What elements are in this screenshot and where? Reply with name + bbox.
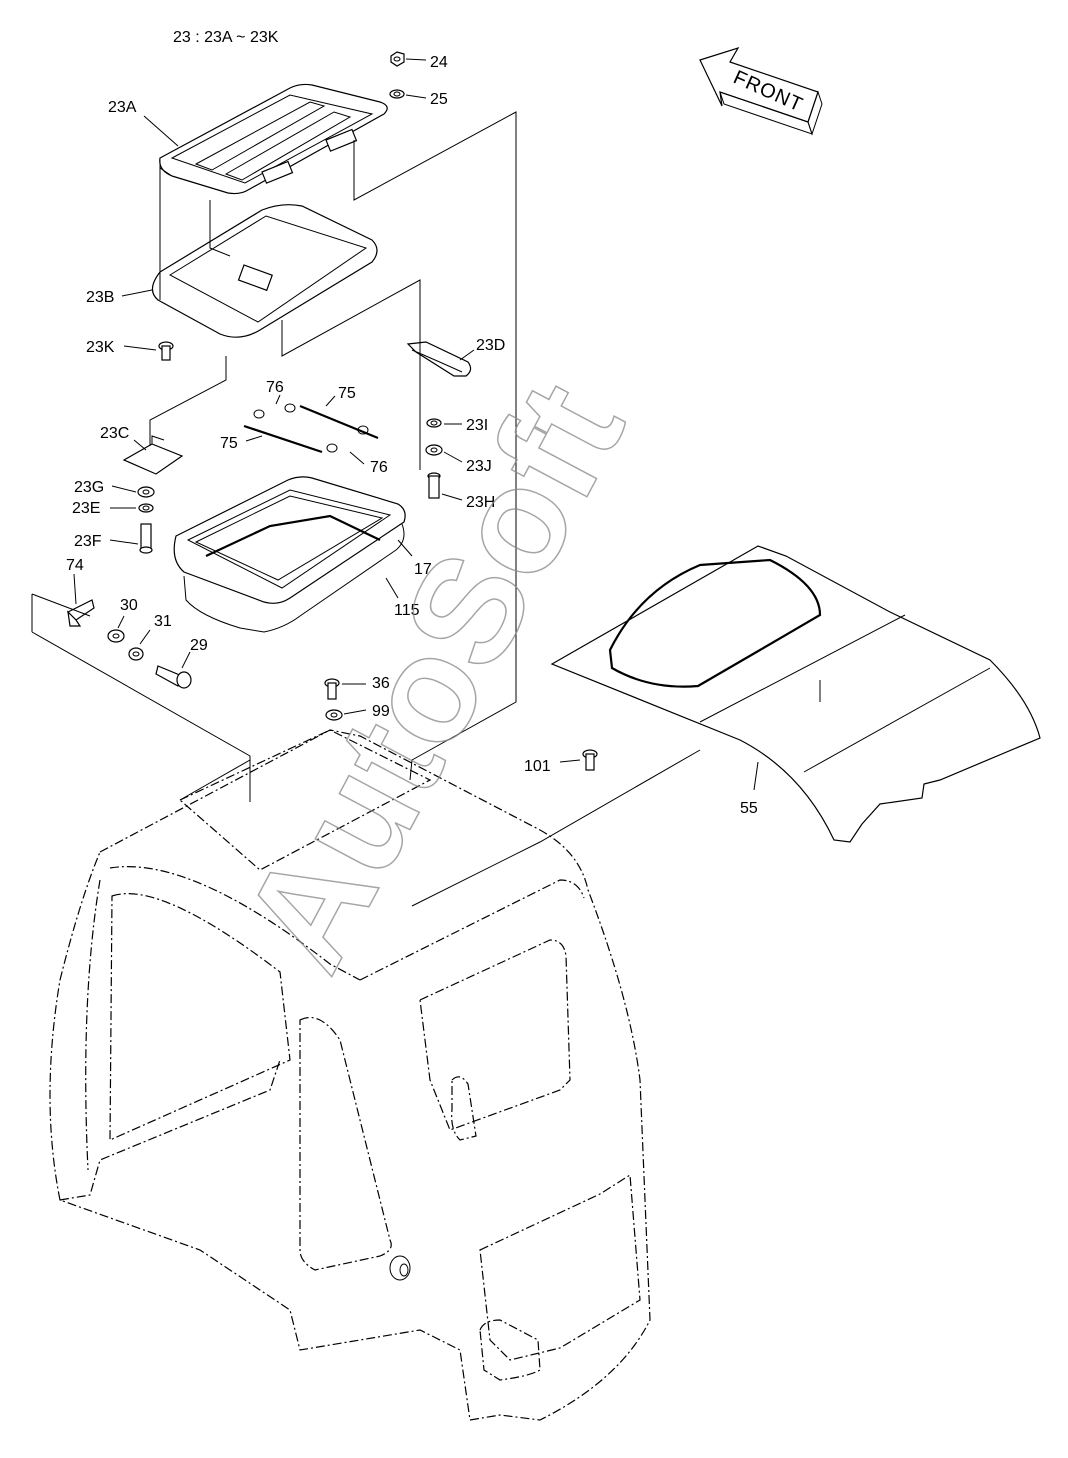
callout-24: 24 [430,54,448,71]
o-ring-76 [253,403,369,453]
nut-24 [390,51,405,67]
washer-23E [138,503,154,513]
roof-plate-55 [550,545,1041,843]
reference-lines [31,111,701,907]
callout-29: 29 [190,637,208,654]
callout-23A: 23A [108,99,137,116]
callout-labels: 24 25 23A 23B 23K 23D 76 75 75 76 23C 23… [66,54,758,817]
callout-75-top: 75 [338,385,356,402]
seal-17 [173,476,406,604]
washer-23G [137,486,155,498]
bracket-23C [122,435,184,475]
callout-23J: 23J [466,458,492,475]
bolt-23K [158,341,174,361]
callout-23G: 23G [74,479,104,496]
washer-23I [426,418,442,428]
callout-23H: 23H [466,494,495,511]
callout-23F: 23F [74,533,102,550]
callout-55: 55 [740,800,758,817]
washer-99 [325,709,343,721]
callout-23I: 23I [466,417,488,434]
hatch-cover-23A [159,83,388,195]
washer-25 [389,89,405,99]
callout-23D: 23D [476,337,505,354]
callout-36: 36 [372,675,390,692]
cab-body [49,729,651,1421]
callout-101: 101 [524,758,551,775]
callout-23C: 23C [100,425,129,442]
callout-74: 74 [66,557,84,574]
callout-115: 115 [394,602,420,619]
callout-23K: 23K [86,339,115,356]
callout-75-left: 75 [220,435,238,452]
callout-17: 17 [414,561,432,578]
callout-31: 31 [154,613,172,630]
bolt-101 [582,749,598,771]
front-arrow: FRONT [699,46,823,136]
bolt-29 [155,665,192,689]
callout-23E: 23E [72,500,100,517]
stopper-74 [66,599,95,627]
handle-23D [406,341,472,377]
callout-76-top: 76 [266,379,284,396]
bolt-23H [427,472,441,499]
washer-31 [128,647,144,661]
gas-strut-75 [243,404,379,454]
callout-23B: 23B [86,289,114,306]
bolt-23F [139,523,153,554]
gasket-115 [183,514,405,633]
callout-30: 30 [120,597,138,614]
header-note: 23 : 23A ~ 23K [173,29,279,46]
front-label: FRONT [730,66,806,116]
washer-23J [425,444,443,456]
callout-leaders [73,58,759,791]
callout-25: 25 [430,91,448,108]
bolt-36 [324,678,340,700]
washer-30 [107,629,125,643]
callout-99: 99 [372,703,390,720]
hatch-frame-23B [151,200,378,338]
callout-76-bottom: 76 [370,459,388,476]
